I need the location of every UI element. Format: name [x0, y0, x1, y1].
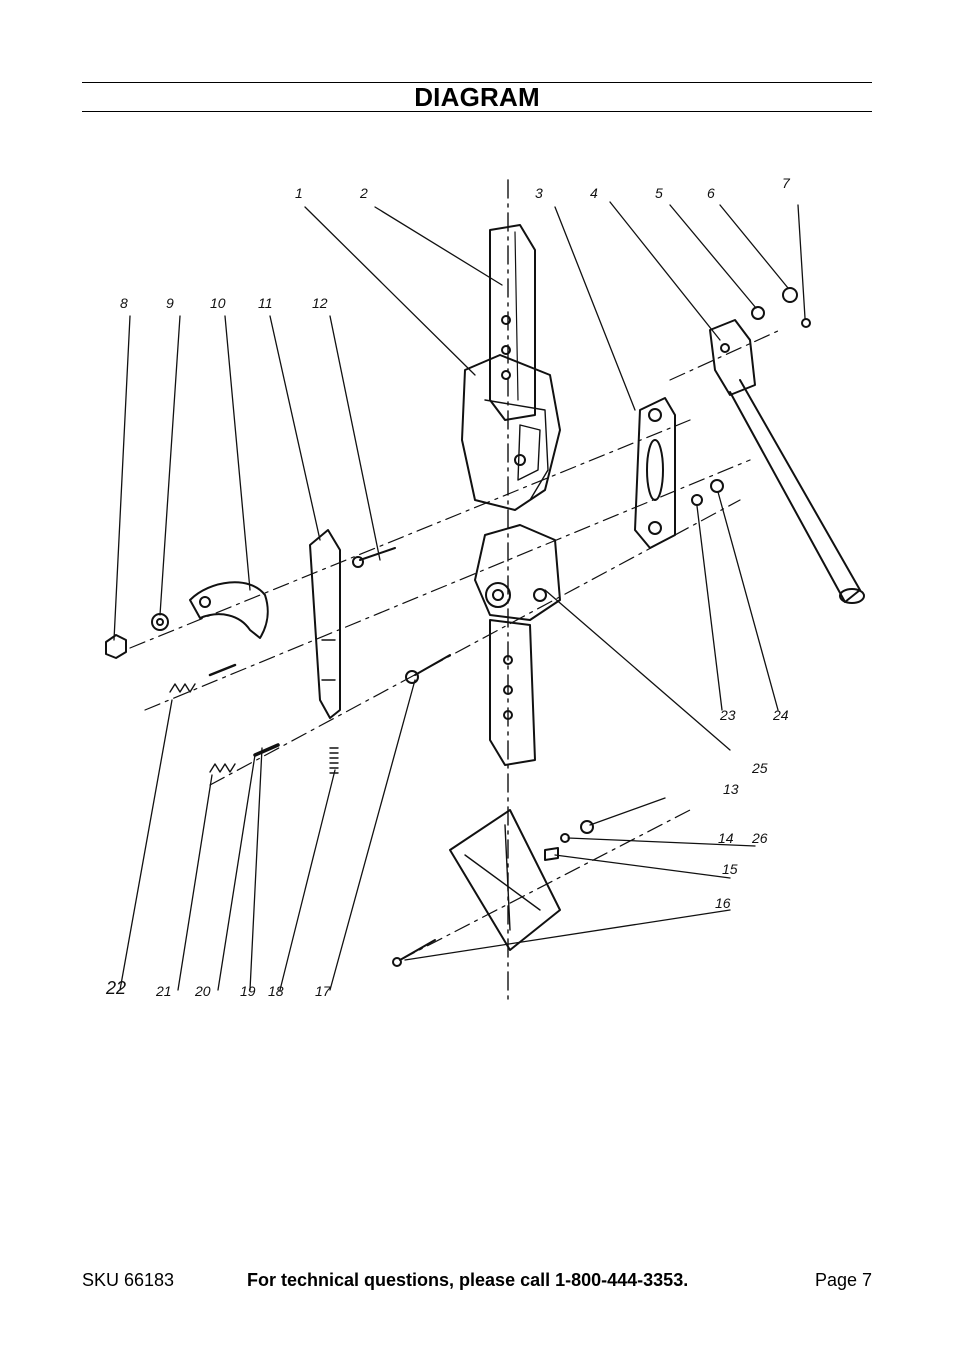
callout-5: 5: [655, 185, 663, 201]
page-number: Page 7: [814, 1269, 872, 1290]
callout-23: 23: [719, 707, 736, 723]
callout-1: 1: [295, 185, 303, 201]
callout-19: 19: [240, 983, 256, 999]
callout-25: 25: [751, 760, 768, 776]
callout-8: 8: [120, 295, 128, 311]
dog-part: [189, 581, 269, 639]
callout-14: 14: [718, 830, 734, 846]
callout-20: 20: [194, 983, 211, 999]
callout-17: 17: [315, 983, 332, 999]
crank-body: [474, 524, 561, 621]
latch-bar: [309, 529, 341, 719]
diagram-drawing: 1 2 3 4 5 6 7 8 9 10 11 12 13 14 15 16 1…: [105, 175, 865, 1001]
nut-part-8: [105, 634, 127, 659]
exploded-parts-diagram: 1 2 3 4 5 6 7 8 9 10 11 12 13 14 15 16 1…: [90, 170, 870, 1010]
handle-tube: [729, 379, 861, 603]
page-footer: SKU 66183 For technical questions, pleas…: [82, 1268, 872, 1292]
callout-12: 12: [312, 295, 328, 311]
callout-18: 18: [268, 983, 284, 999]
callout-9: 9: [166, 295, 174, 311]
spring-18: [329, 747, 339, 774]
rail-upper: [489, 224, 536, 421]
callout-11: 11: [258, 295, 273, 311]
callout-16: 16: [715, 895, 731, 911]
sku-label: SKU 66183: [82, 1269, 175, 1290]
callout-24: 24: [772, 707, 789, 723]
callout-7: 7: [782, 175, 791, 191]
callout-26: 26: [751, 830, 768, 846]
spring-21: [209, 763, 236, 773]
callout-15: 15: [722, 861, 738, 877]
callout-6: 6: [707, 185, 715, 201]
callout-21: 21: [155, 983, 172, 999]
handle-bracket: [709, 319, 756, 396]
tech-support-line: For technical questions, please call 1-8…: [247, 1269, 689, 1290]
foot-plate: [449, 809, 561, 951]
callout-10: 10: [210, 295, 226, 311]
title-bar: DIAGRAM: [82, 82, 872, 112]
callout-22: 22: [105, 978, 126, 998]
spring-22: [169, 683, 196, 693]
housing-body: [461, 354, 561, 511]
callout-2: 2: [359, 185, 368, 201]
callout-13: 13: [723, 781, 739, 797]
callout-4: 4: [590, 185, 598, 201]
callout-3: 3: [535, 185, 543, 201]
page-title: DIAGRAM: [414, 82, 540, 112]
rail-lower: [489, 619, 536, 766]
